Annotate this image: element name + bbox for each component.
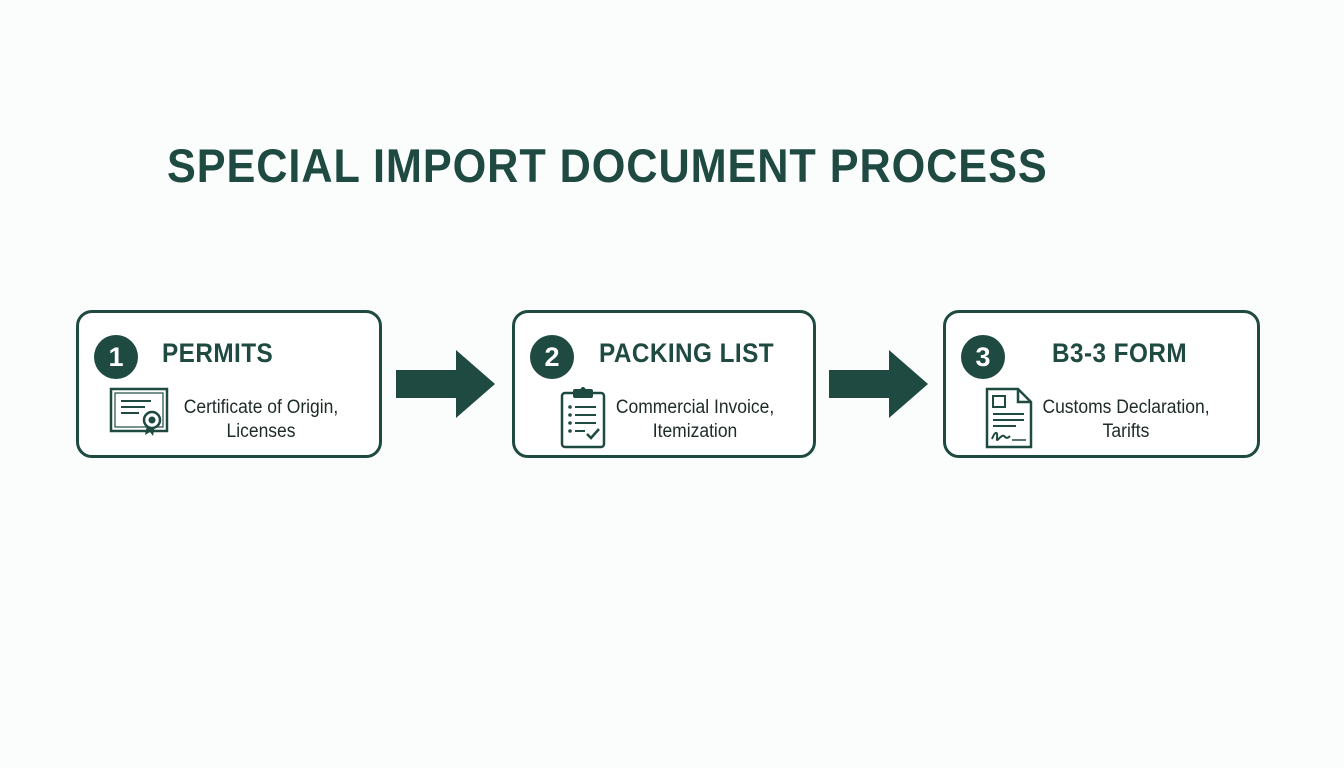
description-line: Customs Declaration,: [1042, 397, 1210, 418]
certificate-icon: [109, 387, 169, 436]
signed-form-icon: [985, 387, 1033, 449]
step-title: PERMITS: [162, 338, 274, 368]
step-title: B3-3 FORM: [1052, 338, 1188, 368]
step-title: PACKING LIST: [599, 338, 775, 368]
step-packing-list: 2 PACKING LIST Commercial Invoice, Itemi…: [512, 310, 816, 458]
step-number-badge: 2: [530, 335, 574, 379]
description-line: Itemization: [652, 421, 738, 442]
description-line: Licenses: [226, 421, 296, 442]
arrow-right-icon: [396, 350, 495, 418]
step-permits: 1 PERMITS Certificate of Origin, License…: [76, 310, 382, 458]
step-b3-3-form: 3 B3-3 FORM Customs Declaration, Tarifts: [943, 310, 1260, 458]
description-line: Commercial Invoice,: [615, 397, 775, 418]
clipboard-checklist-icon: [560, 387, 606, 449]
description-line: Certificate of Origin,: [183, 397, 339, 418]
description-line: Tarifts: [1102, 421, 1150, 442]
step-description: Customs Declaration, Tarifts: [1041, 396, 1210, 444]
step-description: Commercial Invoice, Itemization: [616, 396, 774, 444]
step-number-badge: 1: [94, 335, 138, 379]
diagram-title: SPECIAL IMPORT DOCUMENT PROCESS: [167, 139, 1048, 192]
arrow-right-icon: [829, 350, 928, 418]
step-description: Certificate of Origin, Licenses: [182, 396, 340, 444]
step-number-badge: 3: [961, 335, 1005, 379]
